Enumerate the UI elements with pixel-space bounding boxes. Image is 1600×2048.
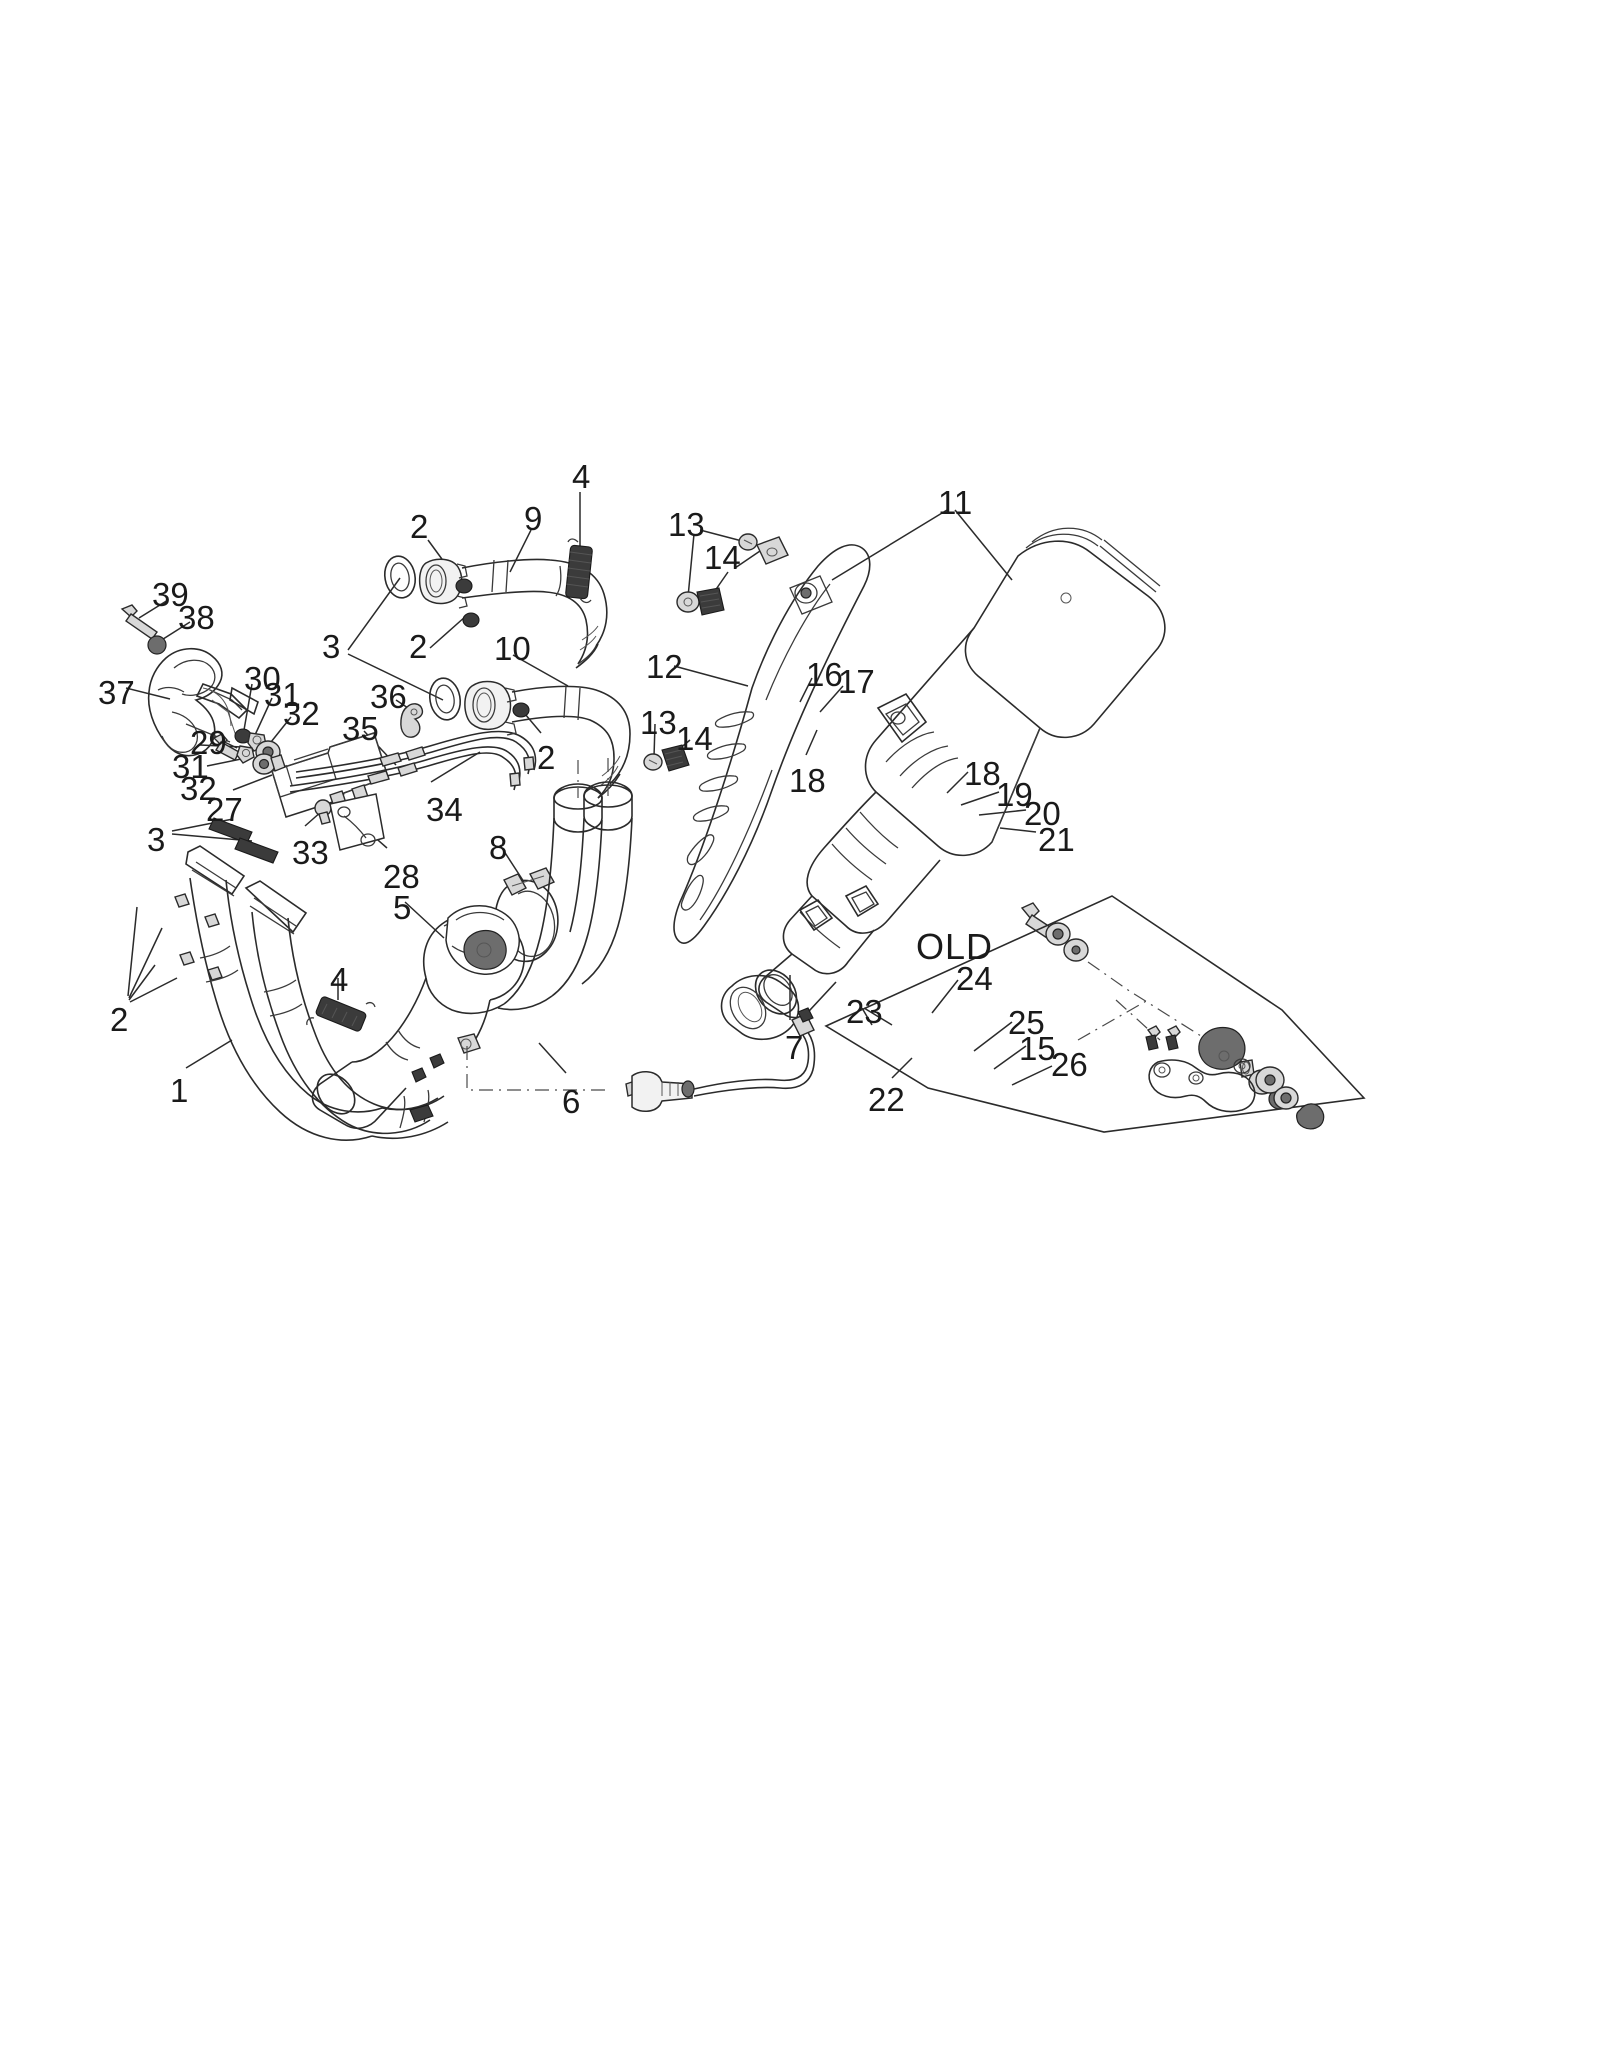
callout-label-13: 13 — [640, 704, 677, 741]
callout-label-3: 3 — [322, 628, 341, 665]
callout-label-4: 4 — [330, 961, 349, 998]
part-5-mid-pipe-collector — [311, 758, 633, 1130]
part-2-stud-upper-c — [512, 702, 530, 718]
callout-label-9: 9 — [524, 500, 543, 537]
part-12-heat-shield — [673, 544, 871, 944]
part-26-nut-old — [1296, 1103, 1325, 1130]
part-23-bolt-old — [1145, 1025, 1181, 1051]
callout-label-15: 15 — [1019, 1030, 1056, 1067]
part-13-washer-c — [676, 591, 700, 613]
callout-label-31: 31 — [172, 748, 209, 785]
part-24-rubber-mount-old — [1198, 1026, 1246, 1070]
callout-label-2: 2 — [537, 739, 556, 776]
callout-label-6: 6 — [562, 1083, 581, 1120]
callout-label-20: 20 — [1024, 795, 1061, 832]
callout-label-33: 33 — [292, 834, 329, 871]
callout-label-35: 35 — [342, 710, 379, 747]
callout-label-1: 1 — [170, 1072, 189, 1109]
callout-label-4: 4 — [572, 458, 591, 495]
part-32-grommet-lower — [252, 753, 276, 775]
part-2-stud-lower-group — [174, 893, 223, 981]
callout-label-39: 39 — [152, 576, 189, 613]
callout-label-17: 17 — [838, 663, 875, 700]
callout-label-19: 19 — [996, 776, 1033, 813]
callout-label-24: 24 — [956, 960, 993, 997]
part-2-stud-upper-b — [462, 612, 480, 628]
part-9-front-link-pipe — [418, 558, 608, 669]
callout-label-37: 37 — [98, 674, 135, 711]
callout-label-22: 22 — [868, 1081, 905, 1118]
part-39-pivot-screw — [120, 604, 158, 640]
callout-label-32: 32 — [283, 695, 320, 732]
callout-label-26: 26 — [1051, 1046, 1088, 1083]
old-group-box — [824, 895, 1366, 1133]
callout-label-2: 2 — [409, 628, 428, 665]
part-1-exhaust-header-pipe-assembly — [185, 845, 449, 1141]
part-4-tension-spring-bottom — [306, 996, 376, 1032]
callout-label-36: 36 — [370, 678, 407, 715]
callout-label-14: 14 — [704, 539, 741, 576]
callout-label-3: 3 — [147, 821, 166, 858]
callout-label-2: 2 — [410, 508, 429, 545]
part-35-control-cable-upper — [295, 730, 537, 779]
callout-label-11: 11 — [938, 484, 973, 521]
part-13-washer-a — [738, 533, 758, 551]
part-14-heat-shield-clip-c — [696, 587, 725, 616]
callout-label-27: 27 — [206, 791, 243, 828]
callout-label-28: 28 — [383, 858, 420, 895]
part-34-control-cable-lower — [289, 746, 521, 793]
part-18-grommet-a — [1063, 938, 1089, 962]
part-38-ball-pivot — [147, 635, 167, 655]
part-14-heat-shield-clip-a — [756, 536, 789, 565]
callout-label-32: 32 — [180, 770, 217, 807]
callout-label-7: 7 — [785, 1029, 804, 1066]
callout-label-2: 2 — [110, 1001, 129, 1038]
part-6-lambda-oxygen-sensor — [466, 1007, 816, 1112]
part-7-connector-sleeve — [720, 974, 800, 1041]
part-31-bush-lower — [236, 745, 255, 764]
part-25-washer-large-old — [1255, 1066, 1285, 1094]
callout-label-30: 30 — [244, 660, 281, 697]
part-2-stud-upper-a — [455, 578, 473, 594]
part-36-cable-guide-clip — [400, 703, 424, 738]
part-3-exhaust-gasket-lower — [208, 817, 279, 864]
callout-label-31: 31 — [264, 676, 301, 713]
callout-label-13: 13 — [668, 506, 705, 543]
part-22-muffler-bracket-old — [1148, 1058, 1256, 1113]
callout-label-old: OLD — [916, 926, 994, 967]
callout-label-10: 10 — [494, 630, 531, 667]
part-15-washer-old — [1273, 1086, 1299, 1110]
callout-label-12: 12 — [646, 648, 683, 685]
callout-label-21: 21 — [1038, 821, 1075, 858]
part-3-exhaust-gasket-upper — [383, 555, 462, 721]
callout-label-18: 18 — [964, 755, 1001, 792]
callout-label-38: 38 — [178, 599, 215, 636]
callout-label-14: 14 — [676, 720, 713, 757]
part-10-rear-link-pipe — [464, 680, 631, 799]
part-17-spacer-bush — [1045, 922, 1071, 946]
part-8-pipe-clamp — [494, 867, 559, 963]
callout-label-34: 34 — [426, 791, 463, 828]
part-29-screw — [212, 733, 240, 761]
part-14-heat-shield-clip-b — [661, 744, 690, 772]
callout-label-5: 5 — [393, 889, 412, 926]
callout-label-23: 23 — [846, 993, 883, 1030]
callout-label-25: 25 — [1008, 1004, 1045, 1041]
part-28-servo-mount-bracket — [329, 793, 385, 851]
part-37-exhaust-valve-body — [147, 647, 259, 757]
callout-label-18: 18 — [789, 762, 826, 799]
part-4-tension-spring-top — [565, 538, 593, 604]
callout-label-29: 29 — [190, 724, 227, 761]
callout-label-8: 8 — [489, 829, 508, 866]
part-13-washer-b — [643, 753, 663, 771]
part-33-bolt — [314, 799, 332, 825]
callout-label-16: 16 — [806, 656, 843, 693]
